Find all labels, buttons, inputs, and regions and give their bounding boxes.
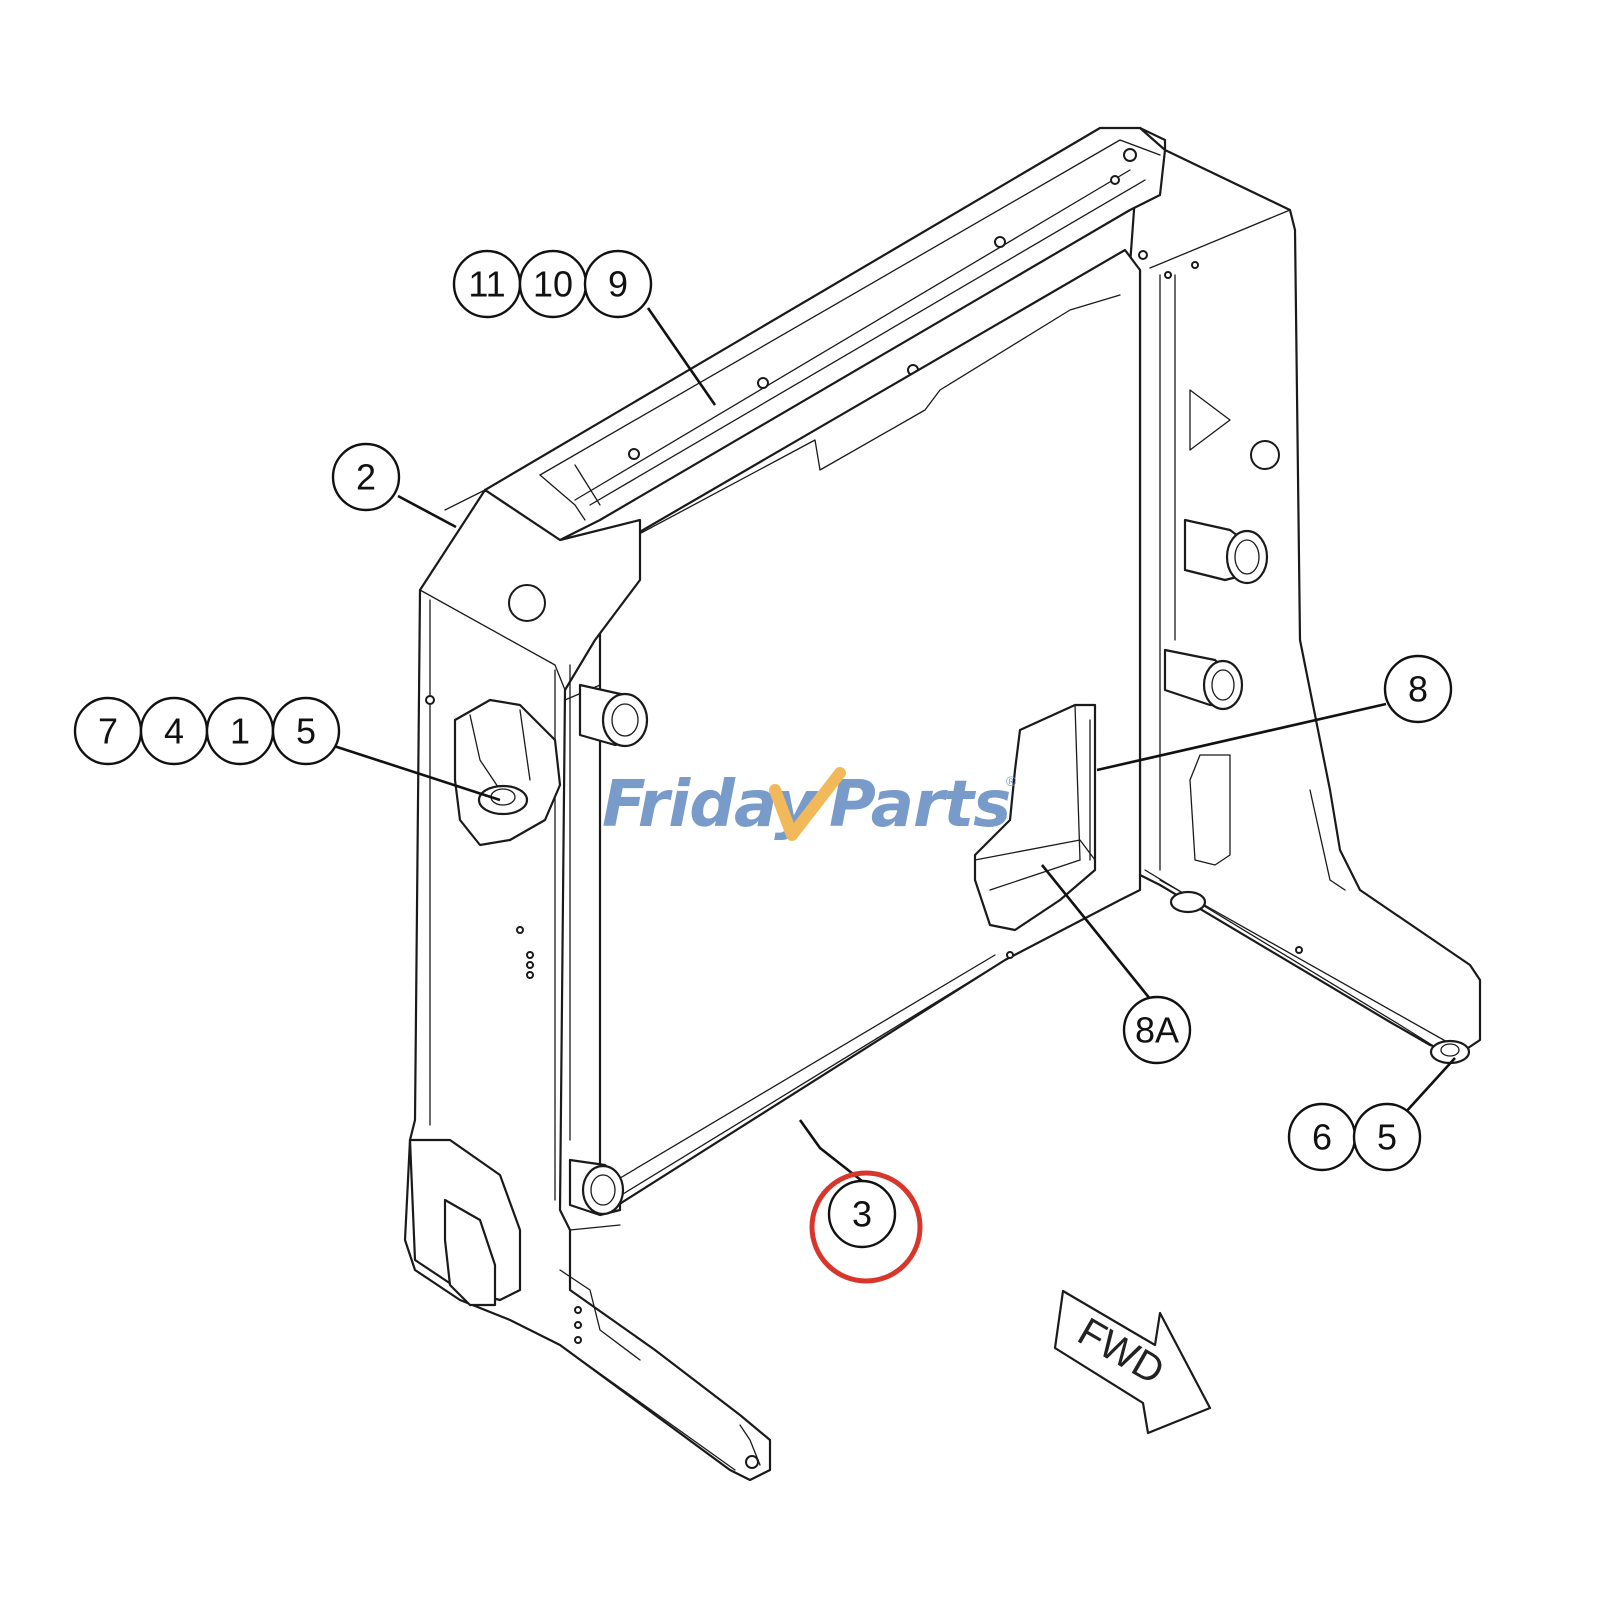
callout-10-label: 10: [533, 264, 573, 305]
callout-1[interactable]: 1: [205, 696, 275, 766]
callout-7-label: 7: [98, 711, 118, 752]
callout-2-label: 2: [356, 457, 376, 498]
callout-8[interactable]: 8: [1383, 654, 1453, 724]
callout-11-label: 11: [468, 264, 505, 305]
callout-1-label: 1: [230, 711, 250, 752]
left-foot-slot: [408, 1138, 522, 1307]
callout-5-left-label: 5: [296, 711, 316, 752]
callout-9[interactable]: 9: [583, 249, 653, 319]
callout-7[interactable]: 7: [73, 696, 143, 766]
callout-6-label: 6: [1312, 1117, 1332, 1158]
callout-8a-label: 8A: [1135, 1010, 1179, 1051]
callout-5-right[interactable]: 5: [1352, 1102, 1422, 1172]
core-support-bracket: [973, 703, 1097, 932]
watermark-accent-check: [769, 767, 846, 841]
highlight-ring: [809, 1170, 923, 1284]
callout-5-left[interactable]: 5: [271, 696, 341, 766]
callout-4[interactable]: 4: [139, 696, 209, 766]
callout-4-label: 4: [164, 711, 184, 752]
callout-2[interactable]: 2: [331, 442, 401, 512]
upper-right-pipe: [1183, 518, 1269, 585]
callout-3-label: 3: [852, 1194, 872, 1235]
callout-3[interactable]: 3: [827, 1179, 897, 1249]
watermark-parts: Parts: [829, 768, 1010, 842]
fwd-direction-arrow: FWD: [1053, 1289, 1212, 1435]
left-mount-bracket: [453, 698, 562, 847]
mid-right-pipe: [1163, 648, 1244, 711]
leader-lines: [333, 307, 1456, 1183]
right-foot-mount: [1169, 890, 1471, 1065]
callout-8-label: 8: [1408, 669, 1428, 710]
callout-10[interactable]: 10: [518, 249, 588, 319]
callout-8a[interactable]: 8A: [1122, 995, 1192, 1065]
upper-left-pipe: [578, 683, 649, 748]
lower-left-pipe: [568, 1158, 625, 1217]
watermark-registered-mark: ®: [1006, 773, 1017, 789]
callout-5-right-label: 5: [1377, 1117, 1397, 1158]
frame-right-upright: [1128, 126, 1482, 1053]
callout-6[interactable]: 6: [1287, 1102, 1357, 1172]
callout-11[interactable]: 11: [452, 249, 522, 319]
callout-9-label: 9: [608, 264, 628, 305]
